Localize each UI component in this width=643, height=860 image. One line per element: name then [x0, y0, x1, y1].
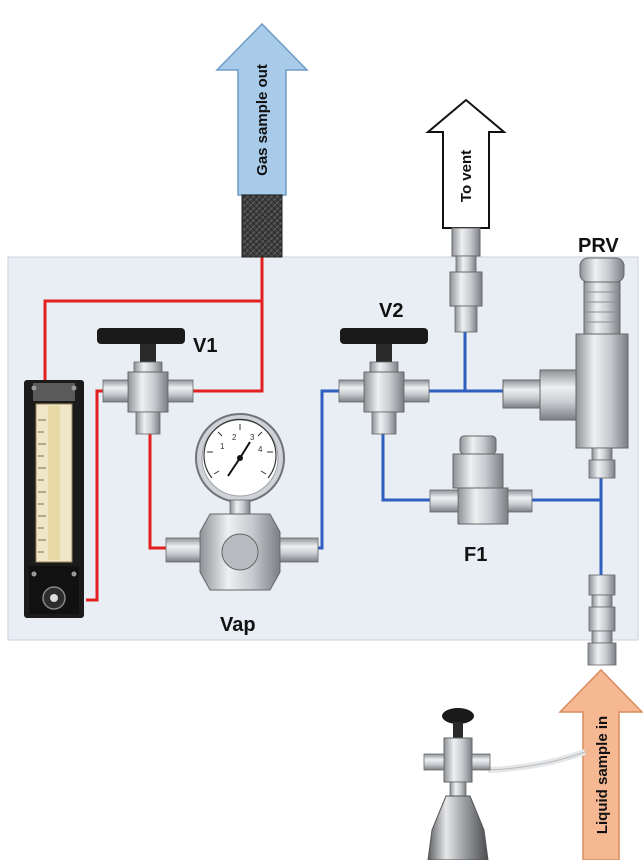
gauge-number-4: 4 [258, 445, 263, 454]
blue-liquid-lines [318, 330, 603, 575]
vent-fitting [449, 227, 483, 333]
sample-cylinder [423, 708, 587, 860]
to-vent-label: To vent [458, 150, 475, 202]
red-line-v1-right [188, 301, 264, 393]
valve-v2 [338, 328, 430, 435]
gas-sample-out-label: Gas sample out [254, 64, 271, 176]
valve-v1 [97, 328, 194, 435]
red-line-v1-down [148, 432, 166, 550]
label-v2: V2 [379, 300, 403, 322]
gauge-number-1: 1 [220, 442, 225, 451]
filter-f1 [429, 435, 533, 525]
gas-sample-out-arrow: Gas sample out [215, 22, 309, 196]
label-prv: PRV [578, 235, 619, 257]
flowmeter [24, 380, 84, 618]
red-line-flowmeter [86, 389, 103, 602]
label-vap: Vap [220, 614, 256, 636]
pressure-relief-valve [502, 257, 629, 479]
vaporizer-regulator: 1 2 3 4 [165, 413, 319, 591]
braided-hose [241, 194, 283, 258]
label-v1: V1 [193, 335, 217, 357]
blue-line-vap-v2 [318, 389, 340, 550]
liquid-sample-in-label: Liquid sample in [594, 716, 611, 834]
to-vent-arrow: To vent [425, 98, 507, 229]
blue-line-v2-down [381, 430, 430, 502]
gauge-number-3: 3 [250, 433, 255, 442]
gauge-number-2: 2 [232, 433, 237, 442]
label-f1: F1 [464, 544, 487, 566]
liquid-sample-in-arrow: Liquid sample in [558, 668, 643, 860]
liquid-inlet-fitting [587, 574, 617, 666]
sample-tubing [487, 749, 587, 773]
